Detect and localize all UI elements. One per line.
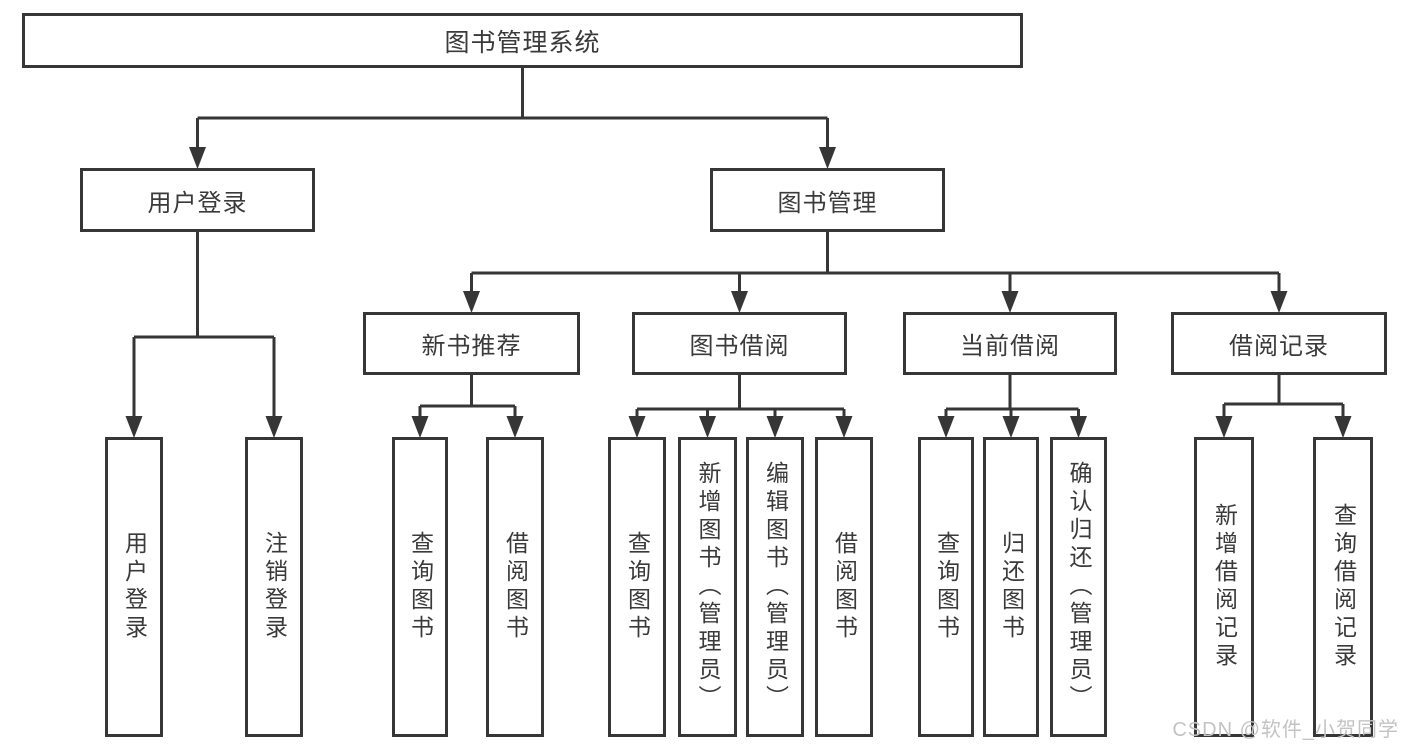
node-label-new-book-recommend: 新书推荐 <box>421 333 522 360</box>
node-label-leaf-br-add-record: 新增借阅记录 <box>1211 503 1238 671</box>
node-leaf-nbr-borrow-books: 借阅图书 <box>486 437 544 737</box>
node-label-leaf-nbr-borrow-books: 借阅图书 <box>502 531 529 643</box>
arrowhead-leaf-cb-query-books <box>937 416 955 438</box>
arrowhead-new-book-recommend <box>463 291 480 313</box>
arrowhead-leaf-bb-edit-books <box>766 416 784 438</box>
arrowhead-leaf-bb-add-books <box>699 416 716 438</box>
node-label-leaf-nbr-query-books: 查询图书 <box>407 531 434 643</box>
node-label-leaf-bb-borrow-books: 借阅图书 <box>831 531 858 643</box>
connector-book-borrowing <box>628 375 853 438</box>
node-user-login: 用户登录 <box>80 168 315 232</box>
connector-new-book-recommend <box>411 375 524 438</box>
node-label-leaf-logout: 注销登录 <box>261 531 288 643</box>
connector-borrowing-records <box>1215 375 1352 438</box>
node-book-borrowing: 图书借阅 <box>632 312 847 375</box>
node-label-leaf-bb-edit-books: 编辑图书（管理员） <box>762 461 789 713</box>
node-leaf-cb-return-books: 归还图书 <box>983 437 1039 737</box>
node-label-leaf-cb-query-books: 查询图书 <box>933 531 960 643</box>
node-label-borrowing-records: 借阅记录 <box>1229 333 1329 360</box>
node-leaf-bb-borrow-books: 借阅图书 <box>815 437 873 737</box>
arrowhead-leaf-br-add-record <box>1215 416 1233 438</box>
csdn-watermark: CSDN @软件_小贺同学 <box>1172 719 1399 741</box>
arrowhead-book-borrowing <box>731 291 748 313</box>
arrowhead-leaf-bb-borrow-books <box>835 416 853 438</box>
node-leaf-bb-edit-books: 编辑图书（管理员） <box>746 437 804 737</box>
node-leaf-bb-query-books: 查询图书 <box>608 437 666 737</box>
connector-root <box>189 68 836 169</box>
node-root: 图书管理系统 <box>22 13 1023 68</box>
node-label-leaf-bb-add-books: 新增图书（管理员） <box>695 461 721 713</box>
node-label-leaf-cb-confirm-return: 确认归还（管理员） <box>1066 461 1092 713</box>
arrowhead-current-borrowing <box>1001 291 1019 313</box>
node-leaf-br-query-record: 查询借阅记录 <box>1313 437 1373 737</box>
node-current-borrowing: 当前借阅 <box>903 312 1117 375</box>
arrowhead-borrowing-records <box>1270 291 1288 313</box>
arrowhead-leaf-nbr-borrow-books <box>506 416 524 438</box>
node-label-book-borrowing: 图书借阅 <box>689 333 790 360</box>
node-label-leaf-bb-query-books: 查询图书 <box>624 531 651 643</box>
arrowhead-leaf-bb-query-books <box>628 416 646 438</box>
node-leaf-nbr-query-books: 查询图书 <box>392 437 448 737</box>
arrowhead-leaf-cb-return-books <box>1002 416 1020 438</box>
node-book-management: 图书管理 <box>710 168 945 232</box>
node-borrowing-records: 借阅记录 <box>1171 312 1387 375</box>
arrowhead-leaf-logout <box>265 416 283 438</box>
connector-book-management <box>463 232 1288 313</box>
node-leaf-cb-query-books: 查询图书 <box>918 437 974 737</box>
arrowhead-leaf-br-query-record <box>1334 416 1352 438</box>
node-label-leaf-cb-return-books: 归还图书 <box>998 531 1025 643</box>
node-new-book-recommend: 新书推荐 <box>363 312 580 375</box>
arrowhead-user-login <box>189 147 206 169</box>
node-leaf-user-login: 用户登录 <box>105 437 163 737</box>
node-leaf-br-add-record: 新增借阅记录 <box>1194 437 1254 737</box>
connector-current-borrowing <box>937 375 1087 438</box>
node-label-current-borrowing: 当前借阅 <box>960 333 1060 360</box>
node-label-leaf-br-query-record: 查询借阅记录 <box>1330 503 1357 671</box>
node-leaf-cb-confirm-return: 确认归还（管理员） <box>1050 437 1107 737</box>
node-label-user-login: 用户登录 <box>147 189 248 217</box>
arrowhead-leaf-nbr-query-books <box>411 416 429 438</box>
connector-user-login <box>125 232 283 438</box>
node-leaf-logout: 注销登录 <box>245 437 303 737</box>
node-label-book-management: 图书管理 <box>777 189 878 217</box>
arrowhead-book-management <box>819 147 836 169</box>
arrowhead-leaf-cb-confirm-return <box>1070 416 1087 438</box>
node-label-leaf-user-login: 用户登录 <box>121 531 148 643</box>
arrowhead-leaf-user-login <box>125 416 143 438</box>
node-label-root: 图书管理系统 <box>444 28 601 57</box>
node-leaf-bb-add-books: 新增图书（管理员） <box>678 437 737 737</box>
